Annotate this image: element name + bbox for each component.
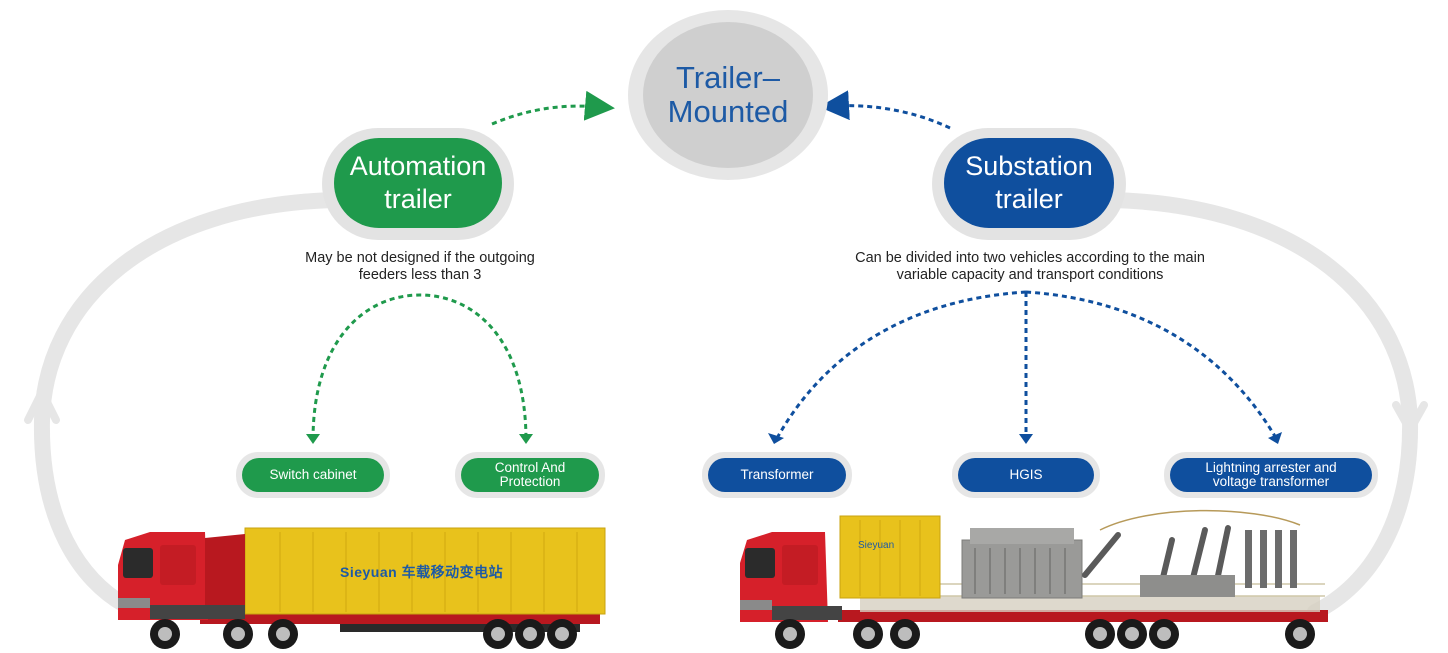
cycle-arc-right (1104, 192, 1419, 620)
dashed-arrow-icon (1025, 290, 1278, 439)
lightning-arrester-badge: Lightning arrester and voltage transform… (1170, 458, 1372, 492)
dashed-arrow-icon (819, 90, 951, 130)
substation-note: Can be divided into two vehicles accordi… (855, 250, 1205, 283)
cycle-arc-left (33, 192, 343, 613)
left-container-brand-text: Sieyuan 车载移动变电站 (340, 564, 504, 580)
automation-note: May be not designed if the outgoing feed… (305, 250, 535, 283)
center-trailer-mounted-node: Trailer– Mounted (643, 22, 813, 168)
dashed-arrow-icon (311, 293, 528, 441)
dashed-arrow-icon (774, 290, 1027, 441)
control-protection-badge: Control And Protection (461, 458, 599, 492)
cycle-arrow-right-icon (1392, 401, 1428, 434)
dashed-arrow-icon (491, 90, 615, 126)
right-box-brand-text: Sieyuan (858, 540, 895, 551)
hgis-badge: HGIS (958, 458, 1094, 492)
automation-truck-illustration (118, 527, 606, 649)
automation-trailer-node: Automation trailer (334, 138, 502, 228)
substation-trailer-node: Substation trailer (944, 138, 1114, 228)
substation-truck-illustration (740, 509, 1328, 649)
transformer-badge: Transformer (708, 458, 846, 492)
cycle-arrow-left-icon (24, 388, 60, 424)
switch-cabinet-badge: Switch cabinet (242, 458, 384, 492)
